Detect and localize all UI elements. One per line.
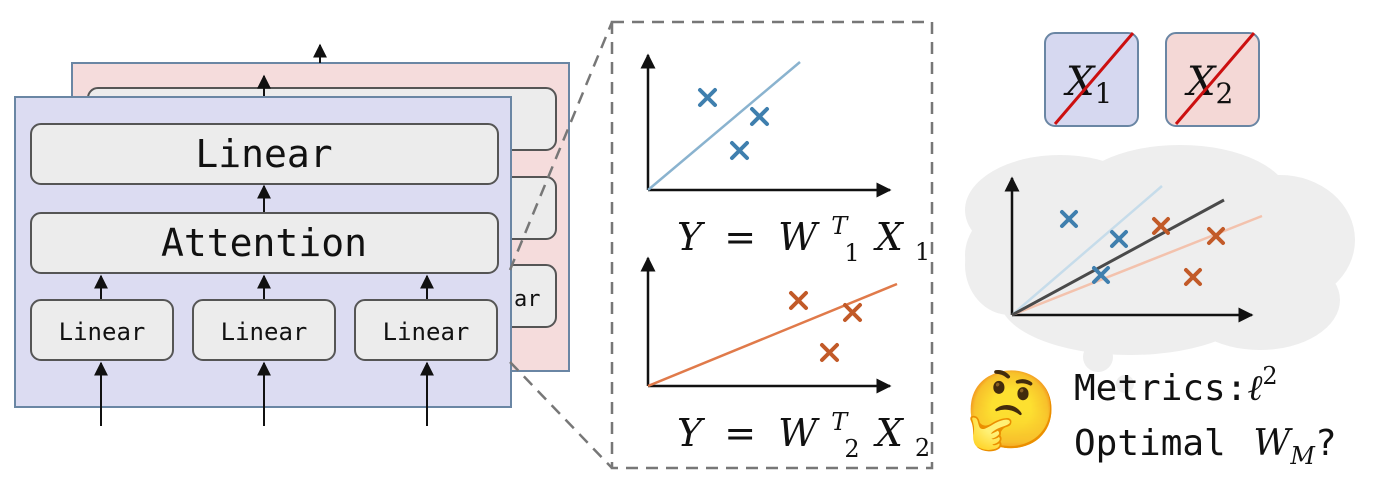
- input-linear-label-2: Linear: [221, 318, 308, 346]
- plot-w1-point: [730, 141, 749, 160]
- zoom-guides: [508, 21, 614, 469]
- merged-plot-w1-line: [1011, 185, 1163, 316]
- attention-block: [30, 212, 499, 274]
- merged-plot-wm-line: [1011, 198, 1225, 317]
- input-linear-label-1: Linear: [59, 318, 146, 346]
- plot-w1-fit-line: [647, 61, 801, 191]
- input-linear-block-2: [192, 299, 336, 361]
- merged-plot-blue-point: [1060, 210, 1078, 228]
- thinking-face-icon: 🤔: [964, 365, 1059, 454]
- equation-1: Y = W T 1 X 1: [677, 199, 930, 270]
- plot-w1-point: [698, 88, 717, 107]
- input-linear-block-1: [30, 299, 174, 361]
- thought-cloud: [965, 145, 1355, 393]
- input-linear-label-3: Linear: [383, 318, 470, 346]
- metrics-line: Metrics:ℓ2: [1074, 362, 1278, 409]
- plot-w2-fit-line: [647, 282, 898, 388]
- input-linear-block-3: [354, 299, 498, 361]
- plot-w2: [640, 256, 898, 394]
- attention-block-label: Attention: [161, 221, 367, 265]
- zoom-panel-border: [610, 20, 934, 470]
- merged-plot-orange-point: [1184, 268, 1202, 286]
- linear-block-label: Linear: [195, 132, 332, 176]
- merged-plot-orange-point: [1152, 217, 1170, 235]
- merged-plot: [1004, 176, 1263, 323]
- merged-plot-blue-point: [1110, 230, 1128, 248]
- merged-plot-blue-point: [1092, 266, 1110, 284]
- zoom-panel: Y = W T 1 X 1 Y = W: [610, 20, 934, 470]
- transformer-stack: ar Linear Attention Linear Linear Linear: [14, 43, 570, 426]
- back-input-block-label: ar: [514, 287, 541, 312]
- merged-plot-orange-point: [1207, 227, 1225, 245]
- x1-cross-line: [1053, 32, 1135, 125]
- plot-w2-point: [820, 343, 839, 362]
- plot-w2-point: [843, 303, 862, 322]
- optimal-line: Optimal WM?: [1074, 423, 1337, 470]
- plot-w1-point: [750, 107, 769, 126]
- crossed-input-x2: X2: [1165, 32, 1260, 127]
- plot-w2-point: [789, 291, 808, 310]
- x2-cross-line: [1174, 32, 1256, 125]
- linear-block: [30, 123, 499, 185]
- equation-2: Y = W T 2 X 2: [677, 395, 930, 466]
- crossed-input-x1: X1: [1044, 32, 1139, 127]
- plot-w1: [640, 53, 892, 198]
